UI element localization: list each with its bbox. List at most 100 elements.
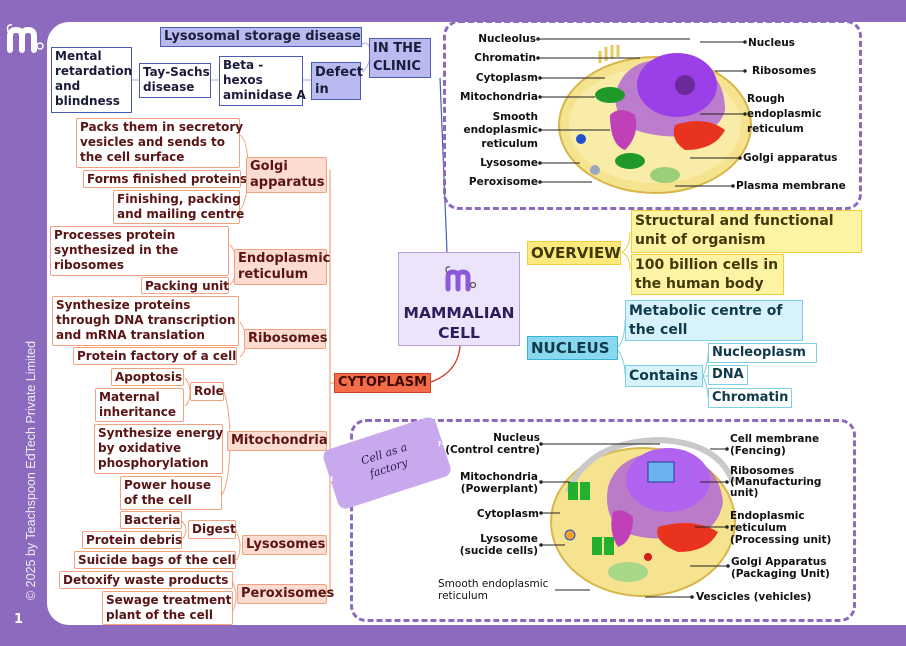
factory-label-line: Lysosome [480, 533, 538, 545]
golgi-item-line: and mailing centre [117, 207, 245, 221]
vesicle-shape [644, 553, 652, 561]
diagram-label: Nucleolus [478, 33, 536, 45]
factory-label-line: unit) [730, 487, 759, 499]
factory-label: Cytoplasm [440, 508, 539, 520]
factory-label-line: Nucleus [493, 432, 540, 444]
er-label-line: reticulum [238, 267, 309, 282]
lysosomes-item: Suicide bags of the cell [74, 551, 236, 569]
clinic-label-line: IN THE [373, 41, 422, 56]
diagram-label: Mitochondria [459, 91, 538, 103]
microvilli-shape [598, 45, 620, 63]
factory-label: Golgi Apparatus (Packaging Unit) [731, 556, 830, 580]
diagram-label: Golgi apparatus [743, 152, 838, 164]
er-item-line: ribosomes [54, 258, 125, 272]
lysosomes-label: Lysosomes [246, 537, 326, 552]
ribosomes-item-line: Synthesize proteins [56, 298, 191, 312]
nucleus-function: Metabolic centre of the cell [625, 300, 803, 341]
factory-label: Mitochondria (Powerplant) [440, 471, 538, 495]
mitochondria-item-line: Synthesize energy [98, 426, 224, 440]
clinic-defect-line: Defect [315, 65, 364, 80]
clinic-enzyme-line: hexos [223, 73, 263, 87]
factory-label-line: (Powerplant) [460, 483, 538, 495]
clinic-label-line: CLINIC [373, 59, 421, 74]
factory-label: Cell membrane (Fencing) [730, 433, 819, 457]
lysosomes-digest-node: Digest [188, 520, 236, 539]
nucleus-contains-item: DNA [708, 365, 748, 385]
diagram-label: Peroxisome [468, 176, 538, 188]
golgi-item: Packs them in secretory vesicles and sen… [76, 118, 244, 168]
golgi-item-line: the cell surface [80, 150, 185, 164]
overview-item-line: Structural and functional [635, 213, 834, 229]
clinic-outcome-line: and [55, 79, 81, 93]
peroxisomes-item-line: Detoxify waste products [63, 573, 229, 587]
golgi-item-line: vesicles and sends to [80, 135, 226, 149]
cytoplasm-node: CYTOPLASM [334, 373, 431, 393]
golgi-shape [657, 523, 718, 552]
smooth-er-shape [611, 510, 633, 547]
mitochondria-item: Synthesize energy by oxidative phosphory… [94, 424, 223, 474]
er-label-line: Endoplasmic [238, 251, 331, 266]
factory-label-line: Endoplasmic [730, 510, 805, 522]
cell-factory-panel [350, 419, 856, 622]
cell-membrane-shape [565, 436, 736, 494]
connector-line [235, 529, 241, 561]
golgi-label-line: apparatus [250, 175, 325, 190]
connector-line [231, 579, 237, 613]
mitochondria-item-line: of the cell [124, 493, 192, 507]
vesicle-shape [608, 562, 648, 582]
nucleus-contains-text: Nucleoplasm [712, 345, 806, 360]
factory-label: Vescicles (vehicles) [696, 591, 811, 603]
cytoplasm-label: CYTOPLASM [338, 375, 428, 390]
nucleus-contains-label: Contains [629, 368, 699, 384]
golgi-item: Forms finished proteins [83, 170, 247, 188]
peroxisomes-item: Sewage treatment plant of the cell [102, 591, 233, 625]
mitochondria-shape [650, 167, 680, 183]
overview-node: OVERVIEW [527, 241, 621, 265]
er-node: Endoplasmic reticulum [234, 249, 331, 285]
mitochondria-shape [615, 153, 645, 169]
peroxisomes-item-line: plant of the cell [106, 608, 213, 622]
lysosomes-digest-text: Protein debris [86, 533, 183, 547]
clinic-outcome-line: blindness [55, 94, 120, 108]
factory-label-line: Ribosomes [730, 465, 795, 477]
mitochondria-shape [592, 537, 602, 555]
ribosomes-node: Ribosomes [244, 329, 327, 349]
page-number: 1 [14, 612, 24, 627]
golgi-item-line: Packs them in secretory [80, 120, 244, 134]
nucleolus-shape [675, 75, 695, 95]
er-item: Processes protein synthesized in the rib… [50, 226, 229, 276]
golgi-item-line: Finishing, packing [117, 192, 241, 206]
mitochondria-role-node: Role [190, 382, 224, 401]
clinic-enzyme-line: Beta - [223, 58, 264, 72]
clinic-defect: Defect in [311, 62, 364, 100]
factory-label: Smooth endoplasmic reticulum [438, 578, 548, 602]
ribosomes-item-line: through DNA transcription [56, 313, 236, 327]
diagram-label: Rough [747, 93, 785, 105]
factory-label-line: Mitochondria [459, 471, 538, 483]
mitochondria-role-text: Apoptosis [115, 370, 183, 384]
clinic-outcome-line: Mental [55, 49, 102, 63]
factory-label: Endoplasmic reticulum (Processing unit) [730, 510, 831, 546]
lysosomes-digest-item: Protein debris [82, 531, 182, 549]
diagram-label: endoplasmic [747, 108, 822, 120]
clinic-outcome-line: retardation [55, 64, 133, 78]
clinic-category: Lysosomal storage disease [160, 27, 362, 47]
lysosomes-node: Lysosomes [242, 535, 327, 555]
mitochondria-item-line: Power house [124, 478, 211, 492]
nucleus-contains-item: Nucleoplasm [708, 343, 817, 363]
peroxisomes-item-line: Sewage treatment [106, 593, 232, 607]
clinic-category-text: Lysosomal storage disease [164, 29, 361, 44]
lysosomes-item-line: Suicide bags of the cell [78, 553, 236, 567]
nucleus-node: NUCLEUS [527, 336, 618, 360]
clinic-enzyme: Beta - hexos aminidase A [219, 56, 306, 106]
diagram-label: reticulum [481, 138, 538, 150]
overview-item-line: 100 billion cells in [635, 257, 779, 273]
mitochondria-shape [604, 537, 614, 555]
factory-label-line: (Processing unit) [730, 534, 832, 546]
overview-item-line: unit of organism [635, 232, 766, 248]
golgi-item: Finishing, packing and mailing centre [113, 190, 245, 224]
animal-cell-illustration [558, 45, 752, 194]
medistudygo-logo-icon [4, 22, 48, 54]
mitochondria-role-item: Apoptosis [111, 368, 184, 386]
factory-label-line: reticulum [438, 590, 488, 602]
